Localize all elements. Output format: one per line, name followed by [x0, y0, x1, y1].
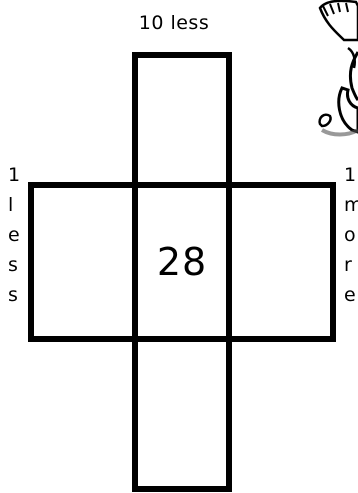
left-box — [28, 182, 138, 342]
one-less-char: 1 — [8, 160, 20, 190]
one-more-char: e — [344, 280, 358, 310]
cartoon-character-illustration — [308, 0, 358, 140]
bottom-box — [132, 336, 232, 492]
right-box — [226, 182, 336, 342]
ten-less-label: 10 less — [0, 12, 358, 34]
one-less-char: s — [8, 280, 20, 310]
top-box — [132, 52, 232, 188]
one-less-char: s — [8, 250, 20, 280]
one-more-char: o — [344, 220, 358, 250]
one-less-char: e — [8, 220, 20, 250]
one-more-char: m — [344, 190, 358, 220]
one-more-char: r — [344, 250, 358, 280]
one-less-char: l — [8, 190, 20, 220]
one-more-char: 1 — [344, 160, 358, 190]
one-more-label: 1 m o r e — [344, 160, 358, 310]
center-number: 28 — [132, 182, 232, 342]
one-less-label: 1 l e s s — [8, 160, 20, 310]
